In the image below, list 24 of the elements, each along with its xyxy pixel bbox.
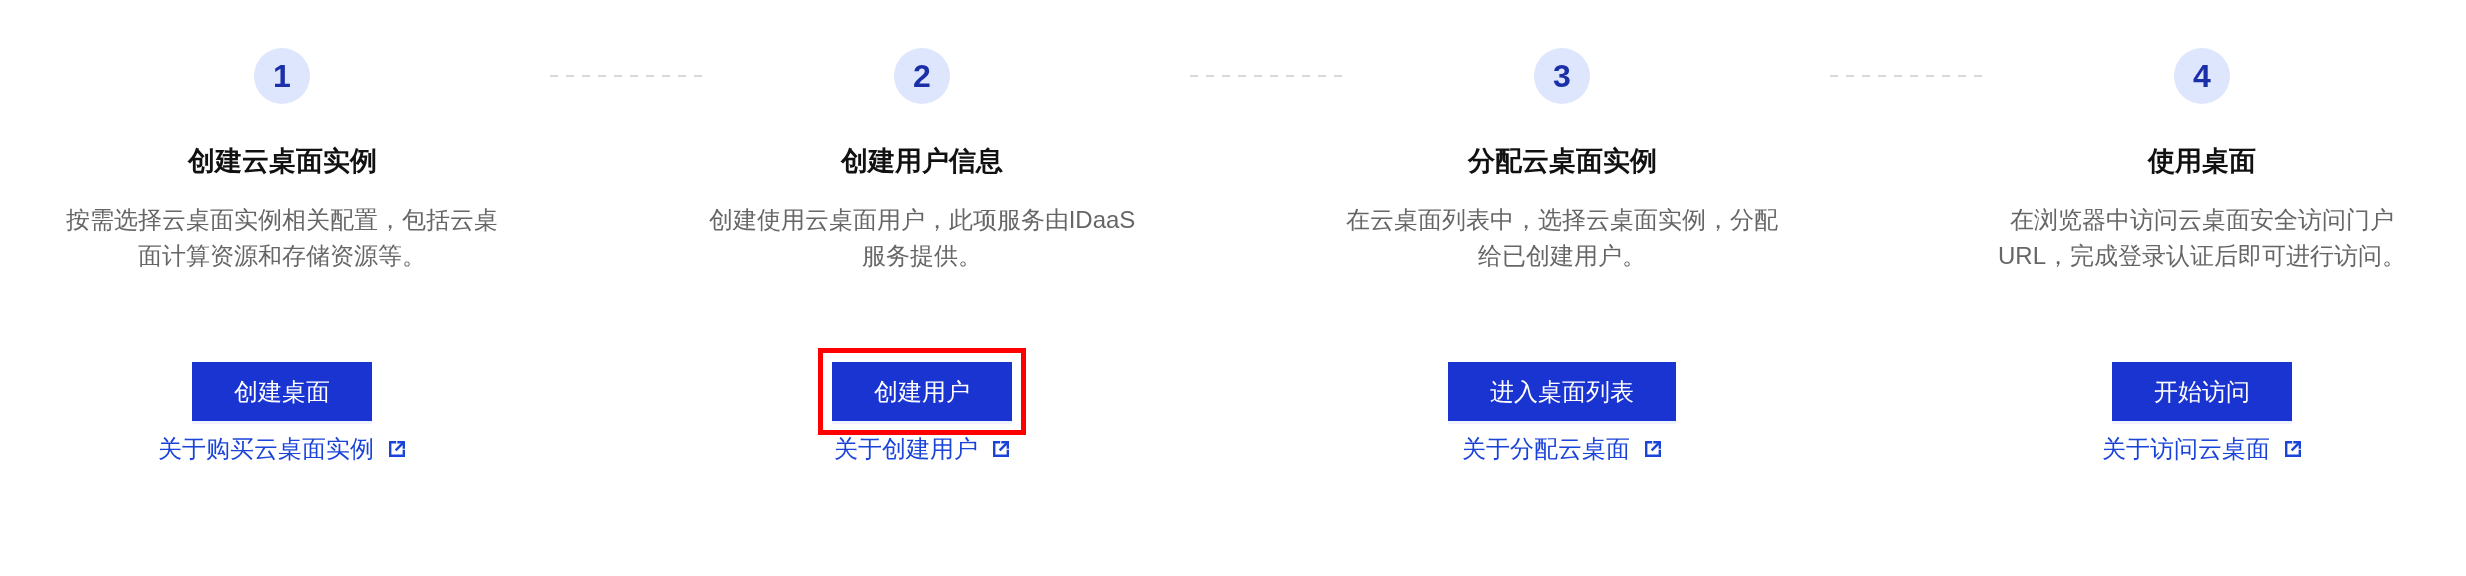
step-description: 创建使用云桌面用户，此项服务由IDaaS服务提供。 bbox=[707, 205, 1137, 271]
step-title: 创建云桌面实例 bbox=[187, 145, 377, 178]
step-title: 创建用户信息 bbox=[841, 145, 1003, 178]
action-button: 创建桌面 bbox=[192, 362, 372, 421]
step-description: 按需选择云桌面实例相关配置，包括云桌面计算资源和存储资源等。 bbox=[65, 205, 499, 271]
step-connector bbox=[549, 75, 704, 77]
action-button: 进入桌面列表 bbox=[1448, 362, 1676, 421]
help-link: 关于购买云桌面实例 bbox=[158, 433, 406, 465]
step-connector bbox=[1189, 75, 1344, 77]
step-number: 4 bbox=[2174, 48, 2230, 104]
action-button: 创建用户 bbox=[832, 362, 1012, 421]
help-link: 关于创建用户 bbox=[834, 433, 1010, 465]
highlight-frame bbox=[818, 348, 1026, 435]
help-link: 关于访问云桌面 bbox=[2102, 433, 2302, 465]
step-title: 使用桌面 bbox=[2148, 145, 2256, 178]
help-link: 关于分配云桌面 bbox=[1462, 433, 1662, 465]
action-button: 开始访问 bbox=[2112, 362, 2292, 421]
step-title: 分配云桌面实例 bbox=[1467, 145, 1657, 178]
step-number: 3 bbox=[1534, 48, 1590, 104]
step-description: 在浏览器中访问云桌面安全访问门户URL，完成登录认证后即可进行访问。 bbox=[1997, 205, 2407, 271]
step-connector bbox=[1829, 75, 1984, 77]
step-description: 在云桌面列表中，选择云桌面实例，分配给已创建用户。 bbox=[1345, 205, 1779, 271]
step-number: 2 bbox=[894, 48, 950, 104]
step-number: 1 bbox=[254, 48, 310, 104]
